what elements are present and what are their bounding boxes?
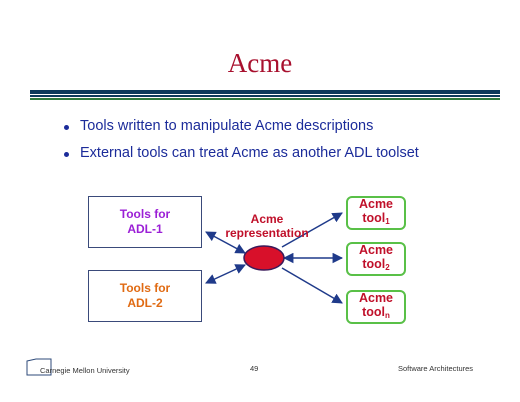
tool-line2: tooln (362, 305, 390, 320)
acme-representation-node (243, 245, 285, 271)
acme-tool-n-box: Acme tooln (346, 290, 406, 324)
bullet-dot-icon (64, 125, 69, 130)
acme-representation-label: Acme representation (220, 212, 314, 240)
acme-tool-1-box: Acme tool1 (346, 196, 406, 230)
rep-line2: representation (225, 226, 309, 240)
arrow-tool1 (281, 212, 343, 248)
box-line1: Tools for (119, 207, 171, 221)
slide-title: Acme (227, 48, 293, 78)
tool-line2: tool2 (362, 257, 390, 272)
footer-page-number: 49 (250, 364, 259, 373)
tool-line1: Acme (358, 291, 394, 305)
bullet-item: Tools written to manipulate Acme descrip… (64, 118, 419, 134)
bullet-text: External tools can treat Acme as another… (80, 145, 419, 161)
bullet-text: Tools written to manipulate Acme descrip… (80, 118, 374, 134)
arrow-adl2 (205, 264, 246, 284)
title-rule-bottom (30, 98, 500, 100)
box-line1: Tools for (119, 281, 171, 295)
footer-course: Software Architectures (398, 364, 474, 373)
arrow-toolN (281, 267, 343, 304)
acme-tool-2-box: Acme tool2 (346, 242, 406, 276)
rep-line1: Acme (250, 212, 284, 226)
title-rule-top (30, 90, 500, 94)
title-rule-middle (30, 95, 500, 97)
bullet-dot-icon (64, 152, 69, 157)
bullet-item: External tools can treat Acme as another… (64, 145, 419, 161)
tool-line2: tool1 (362, 211, 390, 226)
box-line2: ADL-1 (127, 222, 163, 236)
tool-line1: Acme (358, 243, 394, 257)
box-line2: ADL-2 (127, 296, 163, 310)
bullet-list: Tools written to manipulate Acme descrip… (64, 118, 419, 172)
footer-university: Carnegie Mellon University (40, 366, 130, 375)
tool-line1: Acme (358, 197, 394, 211)
cmu-logo-icon (26, 358, 52, 376)
arrow-adl1 (205, 231, 246, 254)
